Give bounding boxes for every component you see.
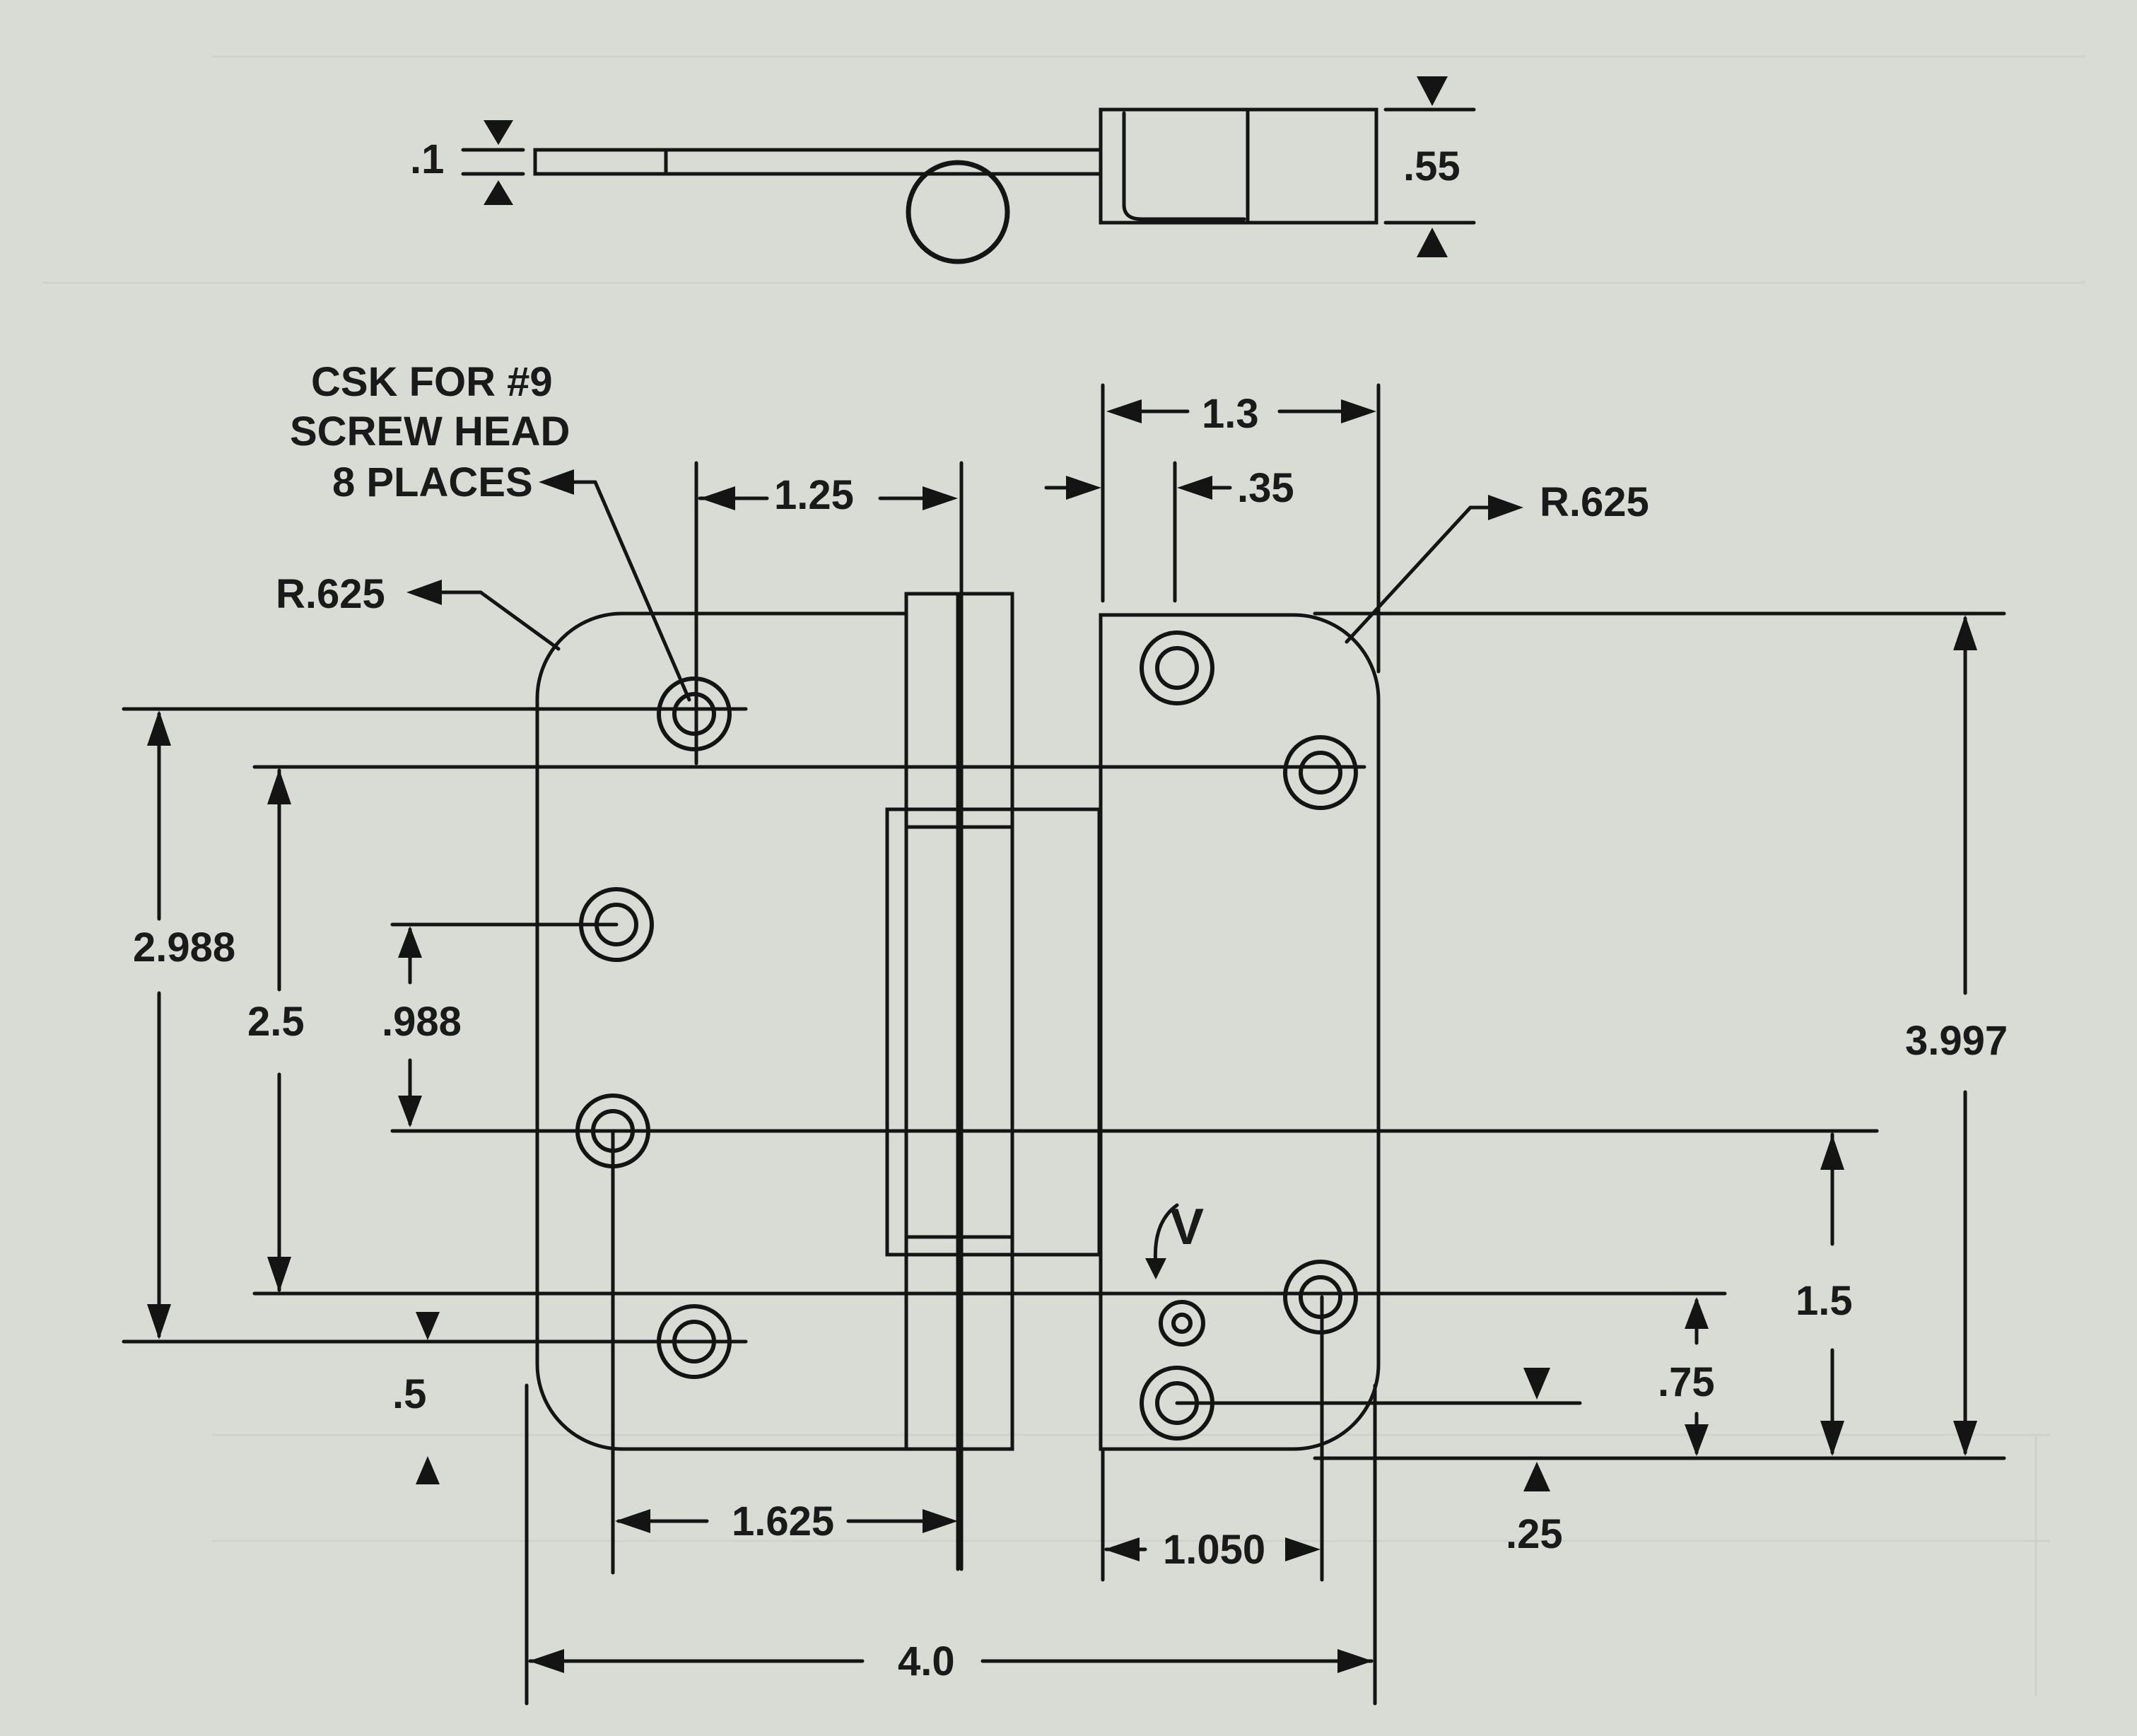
cutout-rect bbox=[885, 807, 1101, 1257]
side-view-leaf bbox=[533, 148, 1103, 176]
dim-0-35-label: .35 bbox=[1237, 465, 1294, 511]
knuckle-circle bbox=[906, 160, 1010, 264]
dim-1-25-label: 1.25 bbox=[774, 472, 854, 518]
dim-0-988-label: .988 bbox=[382, 999, 462, 1045]
screw-hole-right-2 bbox=[1283, 735, 1358, 810]
dim-1-625-label: 1.625 bbox=[732, 1499, 834, 1544]
thickness-arrow-top bbox=[484, 120, 513, 145]
csk-note-line2: SCREW HEAD bbox=[290, 409, 570, 454]
knuckle-arrow-top bbox=[1417, 76, 1448, 106]
side-view-bend bbox=[1122, 111, 1246, 221]
knuckle-height-label: .55 bbox=[1403, 143, 1460, 189]
dim-1-5-label: 1.5 bbox=[1796, 1278, 1853, 1324]
side-view-knuckle-body bbox=[1099, 107, 1378, 225]
dim-1-050-label: 1.050 bbox=[1163, 1527, 1265, 1573]
small-hole bbox=[1159, 1300, 1205, 1347]
thickness-arrow-bottom bbox=[484, 180, 513, 205]
dimension-lines bbox=[147, 399, 1977, 1673]
dim-3-997-label: 3.997 bbox=[1905, 1018, 2008, 1064]
dim-0-5-label: .5 bbox=[392, 1371, 426, 1417]
csk-note-line1: CSK FOR #9 bbox=[311, 359, 553, 405]
right-leaf-outline bbox=[1099, 613, 1381, 1451]
dim-1-3-label: 1.3 bbox=[1202, 391, 1259, 437]
left-leaf-outline bbox=[535, 611, 908, 1451]
rotation-arrow bbox=[1153, 1203, 1179, 1267]
dim-0-25-label: .25 bbox=[1506, 1511, 1563, 1557]
csk-note-line3: 8 PLACES bbox=[332, 459, 533, 505]
dim-2-988-label: 2.988 bbox=[133, 925, 235, 970]
radius-left-label: R.625 bbox=[276, 571, 385, 617]
leaders bbox=[406, 469, 1523, 1279]
radius-right-label: R.625 bbox=[1540, 479, 1649, 525]
screw-hole-right-1 bbox=[1140, 631, 1214, 705]
side-mark-label: V bbox=[1170, 1199, 1204, 1255]
screw-hole-left-1 bbox=[657, 676, 732, 751]
right-leaf bbox=[1099, 613, 1381, 1451]
background-ghost-lines bbox=[42, 55, 2085, 1696]
dim-4-0-label: 4.0 bbox=[898, 1638, 955, 1684]
extension-lines bbox=[122, 383, 2006, 1706]
dim-2-5-label: 2.5 bbox=[247, 999, 305, 1045]
dim-0-75-label: .75 bbox=[1658, 1359, 1715, 1405]
thickness-label: .1 bbox=[410, 136, 444, 182]
pin-barrel bbox=[885, 592, 1101, 1571]
left-leaf bbox=[535, 611, 908, 1451]
knuckle-arrow-bottom bbox=[1417, 228, 1448, 257]
side-view bbox=[461, 76, 1476, 264]
screw-holes bbox=[575, 631, 1358, 1441]
